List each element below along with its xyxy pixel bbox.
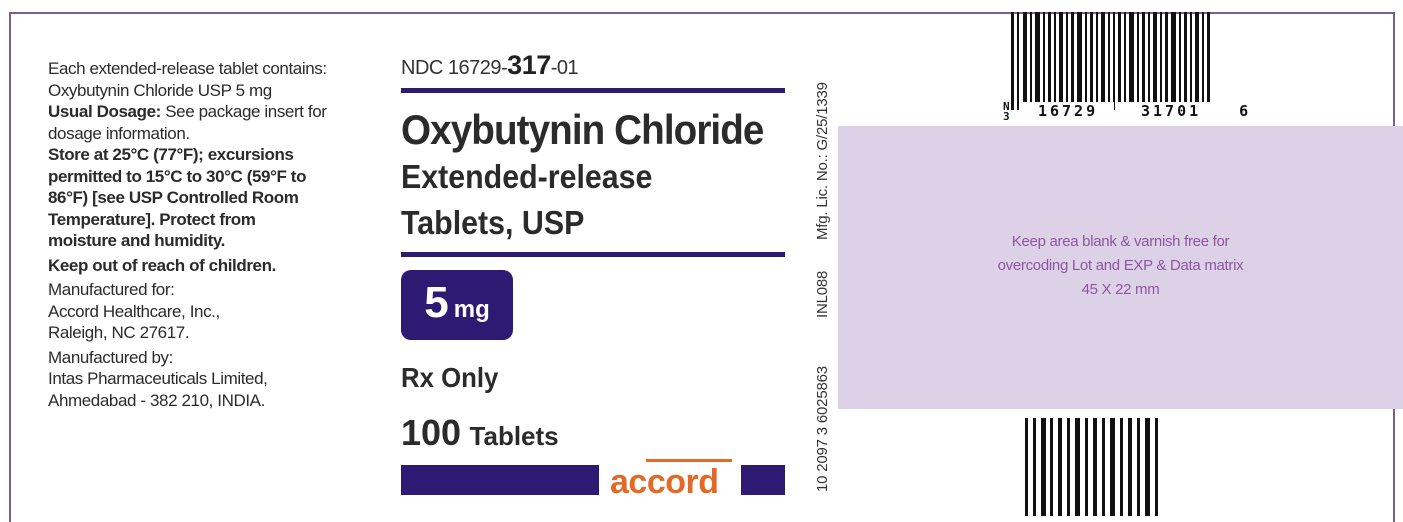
storage-line-3: 86°F) [see USP Controlled Room [48,188,299,207]
barcode-group1: 16729 [1022,102,1115,120]
strength-badge: 5 mg [401,270,513,340]
dosage-form-line1: Extended-release [401,158,653,195]
manufactured-for-name: Accord Healthcare, Inc., [48,301,220,321]
mfg-license: Mfg. Lic. No.: G/25/1339 [814,82,831,240]
overcoding-line2: overcoding Lot and EXP & Data matrix [997,257,1244,274]
gtin-number: 10 2097 3 6025863 [814,366,831,492]
divider-top [401,88,785,93]
ndc-suffix: -01 [550,57,579,79]
dosage-form-line2: Tablets, USP [401,204,585,241]
ndc-prefix: NDC 16729- [401,57,508,79]
count-number: 100 [401,412,462,453]
barcode-check: 6 [1239,102,1249,120]
storage-line-1: Store at 25°C (77°F); excursions [48,145,294,164]
divider-bottom [401,252,785,257]
product-panel: NDC 16729-317-01 Oxybutynin Chloride Ext… [401,50,786,501]
brand-bar-left [401,465,599,495]
usual-dosage-label: Usual Dosage: [48,102,161,121]
composition-line: Each extended-release tablet contains: [48,59,327,78]
barcode-top [1011,12,1210,110]
storage-line-4: Temperature]. Protect from [48,209,256,229]
manufactured-by-name: Intas Pharmaceuticals Limited, [48,369,268,388]
overcoding-note: Keep area blank & varnish free for overc… [838,230,1403,302]
barcode-3: 3 [1003,110,1010,123]
manufactured-for-city: Raleigh, NC 27617. [48,323,190,342]
ndc-code: NDC 16729-317-01 [401,50,786,81]
manufactured-for-label: Manufactured for: [48,280,175,299]
storage-line-2: permitted to 15°C to 30°C (59°F to [48,166,307,186]
logo-accent-line [646,459,732,462]
count-unit: Tablets [469,421,559,451]
internal-code: INL088 [814,270,831,318]
dosage-info: dosage information. [48,123,190,143]
drug-name: Oxybutynin Chloride [401,106,764,153]
rx-only: Rx Only [401,362,499,393]
usual-dosage-text: See package insert for [160,102,327,121]
manufactured-by-city: Ahmedabad - 382 210, INDIA. [48,390,265,410]
ndc-product: 317 [507,50,551,80]
barcode-bottom [1025,418,1158,516]
strength-unit: mg [453,296,490,323]
overcoding-line3: 45 X 22 mm [1081,281,1160,298]
strength-value: 5 [424,278,449,327]
overcoding-line1: Keep area blank & varnish free for [1011,233,1230,250]
keep-out-warning: Keep out of reach of children. [48,255,276,275]
usual-dosage: Usual Dosage: See package insert for [48,101,398,123]
barcode-n: N [1003,100,1010,113]
accord-logo: accord [606,453,738,501]
storage-line-5: moisture and humidity. [48,231,225,250]
barcode-group2: 31701 [1123,102,1220,120]
brand-bar-right [741,465,785,495]
tablet-count: 100 Tablets [401,412,559,454]
composition-detail: Oxybutynin Chloride USP 5 mg [48,80,272,100]
manufactured-by-label: Manufactured by: [48,347,173,367]
overcoding-area: Keep area blank & varnish free for overc… [838,126,1403,409]
logo-wordmark: accord [610,463,719,501]
label-info-panel: Each extended-release tablet contains: O… [48,58,398,411]
